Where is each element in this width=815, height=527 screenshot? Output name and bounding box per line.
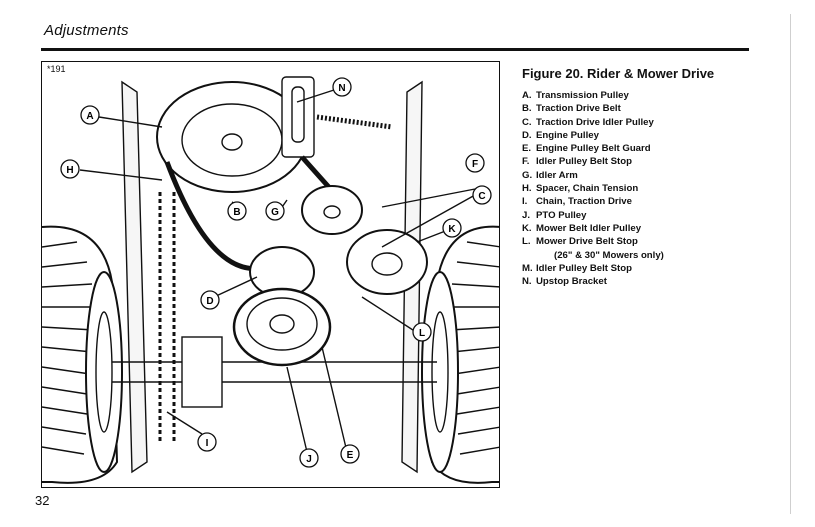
legend-item: C. Traction Drive Idler Pulley bbox=[522, 116, 772, 129]
legend-item: M.Idler Pulley Belt Stop bbox=[522, 262, 772, 275]
legend-text: Engine Pulley Belt Guard bbox=[536, 143, 651, 155]
callout-l: L bbox=[412, 322, 432, 342]
header-rule bbox=[41, 48, 749, 51]
callout-d: D bbox=[200, 290, 220, 310]
legend-key: F. bbox=[522, 156, 530, 168]
svg-text:A: A bbox=[86, 111, 93, 122]
legend-text: Idler Pulley Belt Stop bbox=[536, 262, 632, 274]
legend-text: Idler Pulley Belt Stop bbox=[536, 156, 632, 168]
legend-key: D. bbox=[522, 129, 532, 141]
legend-item: A. Transmission Pulley bbox=[522, 89, 772, 102]
svg-text:I: I bbox=[206, 438, 209, 449]
legend-text: Engine Pulley bbox=[536, 129, 599, 141]
legend-item: G.Idler Arm bbox=[522, 169, 772, 182]
mower-drive-illustration: A B C D E F G H I J K L N bbox=[42, 76, 499, 484]
page-edge-line bbox=[790, 14, 791, 514]
legend-item: I. Chain, Traction Drive bbox=[522, 195, 772, 208]
left-tire bbox=[42, 225, 123, 484]
legend-item: H. Spacer, Chain Tension bbox=[522, 182, 772, 195]
legend-item: J. PTO Pulley bbox=[522, 209, 772, 222]
section-header: Adjustments bbox=[44, 22, 129, 39]
callout-i: I bbox=[197, 432, 217, 452]
legend-item: F. Idler Pulley Belt Stop bbox=[522, 155, 772, 168]
legend-item: B. Traction Drive Belt bbox=[522, 102, 772, 115]
legend-key: A. bbox=[522, 90, 532, 101]
svg-text:B: B bbox=[233, 207, 240, 218]
legend-key: N. bbox=[522, 276, 532, 288]
callout-k: K bbox=[442, 218, 462, 238]
legend-text: Idler Arm bbox=[536, 169, 578, 181]
upstop-bracket bbox=[281, 76, 393, 158]
callouts: A B C D E F G H I J K L N bbox=[60, 77, 492, 468]
legend-key: H. bbox=[522, 183, 532, 195]
svg-text:J: J bbox=[306, 454, 312, 465]
callout-b: B bbox=[227, 201, 247, 221]
transmission-pulley bbox=[156, 81, 308, 193]
legend-text: (26" & 30" Mowers only) bbox=[554, 249, 664, 261]
figure-legend: Figure 20. Rider & Mower Drive A. Transmi… bbox=[522, 66, 772, 288]
figure-frame: *191 bbox=[41, 61, 500, 488]
svg-text:G: G bbox=[271, 207, 279, 218]
svg-text:K: K bbox=[448, 224, 456, 235]
callout-a: A bbox=[80, 105, 100, 125]
legend-key: K. bbox=[522, 222, 532, 234]
legend-text: Mower Drive Belt Stop bbox=[536, 236, 638, 248]
transmission-housing bbox=[181, 336, 223, 408]
legend-text: Traction Drive Belt bbox=[536, 103, 621, 115]
page-number: 32 bbox=[35, 493, 50, 508]
legend-text: Chain, Traction Drive bbox=[536, 196, 632, 208]
callout-g: G bbox=[265, 201, 285, 221]
callout-f: F bbox=[465, 153, 485, 173]
legend-key: E. bbox=[522, 143, 532, 155]
legend-text: PTO Pulley bbox=[536, 209, 587, 221]
legend-key: B. bbox=[522, 103, 532, 115]
svg-text:L: L bbox=[419, 328, 425, 339]
legend-list: A. Transmission Pulley B. Traction Drive B… bbox=[522, 89, 772, 288]
svg-text:C: C bbox=[478, 191, 485, 202]
callout-j: J bbox=[299, 448, 319, 468]
svg-text:N: N bbox=[338, 83, 345, 94]
callout-n: N bbox=[332, 77, 352, 97]
svg-text:D: D bbox=[206, 296, 213, 307]
legend-item: K. Mower Belt Idler Pulley bbox=[522, 222, 772, 235]
mower-belt-idler-pulley bbox=[346, 229, 428, 295]
figure-title: Figure 20. Rider & Mower Drive bbox=[522, 66, 715, 81]
frame-left-rail bbox=[121, 80, 148, 474]
legend-item: E. Engine Pulley Belt Guard bbox=[522, 142, 772, 155]
svg-text:H: H bbox=[66, 165, 73, 176]
legend-note: (26" & 30" Mowers only) bbox=[522, 249, 772, 262]
callout-h: H bbox=[60, 159, 80, 179]
legend-text: Spacer, Chain Tension bbox=[536, 183, 639, 195]
callout-e: E bbox=[340, 444, 360, 464]
legend-key: L. bbox=[522, 236, 531, 248]
legend-text: Traction Drive Idler Pulley bbox=[536, 116, 654, 128]
traction-drive-chain bbox=[158, 192, 176, 442]
legend-item: N. Upstop Bracket bbox=[522, 275, 772, 288]
legend-text: Upstop Bracket bbox=[536, 276, 607, 288]
legend-key: C. bbox=[522, 116, 532, 128]
legend-key: G. bbox=[522, 169, 533, 181]
callout-c: C bbox=[472, 185, 492, 205]
idler-pulley bbox=[301, 185, 363, 235]
figure-number: *191 bbox=[46, 64, 67, 74]
legend-key: J. bbox=[522, 209, 531, 221]
svg-text:F: F bbox=[472, 159, 478, 170]
legend-text: Mower Belt Idler Pulley bbox=[536, 222, 642, 234]
legend-text: Transmission Pulley bbox=[536, 90, 629, 101]
pto-pulley bbox=[232, 287, 332, 367]
svg-text:E: E bbox=[347, 450, 354, 461]
legend-key: I. bbox=[522, 196, 528, 208]
legend-key: M. bbox=[522, 262, 533, 274]
legend-item: D. Engine Pulley bbox=[522, 129, 772, 142]
legend-item: L. Mower Drive Belt Stop bbox=[522, 235, 772, 248]
right-tire bbox=[421, 225, 499, 484]
